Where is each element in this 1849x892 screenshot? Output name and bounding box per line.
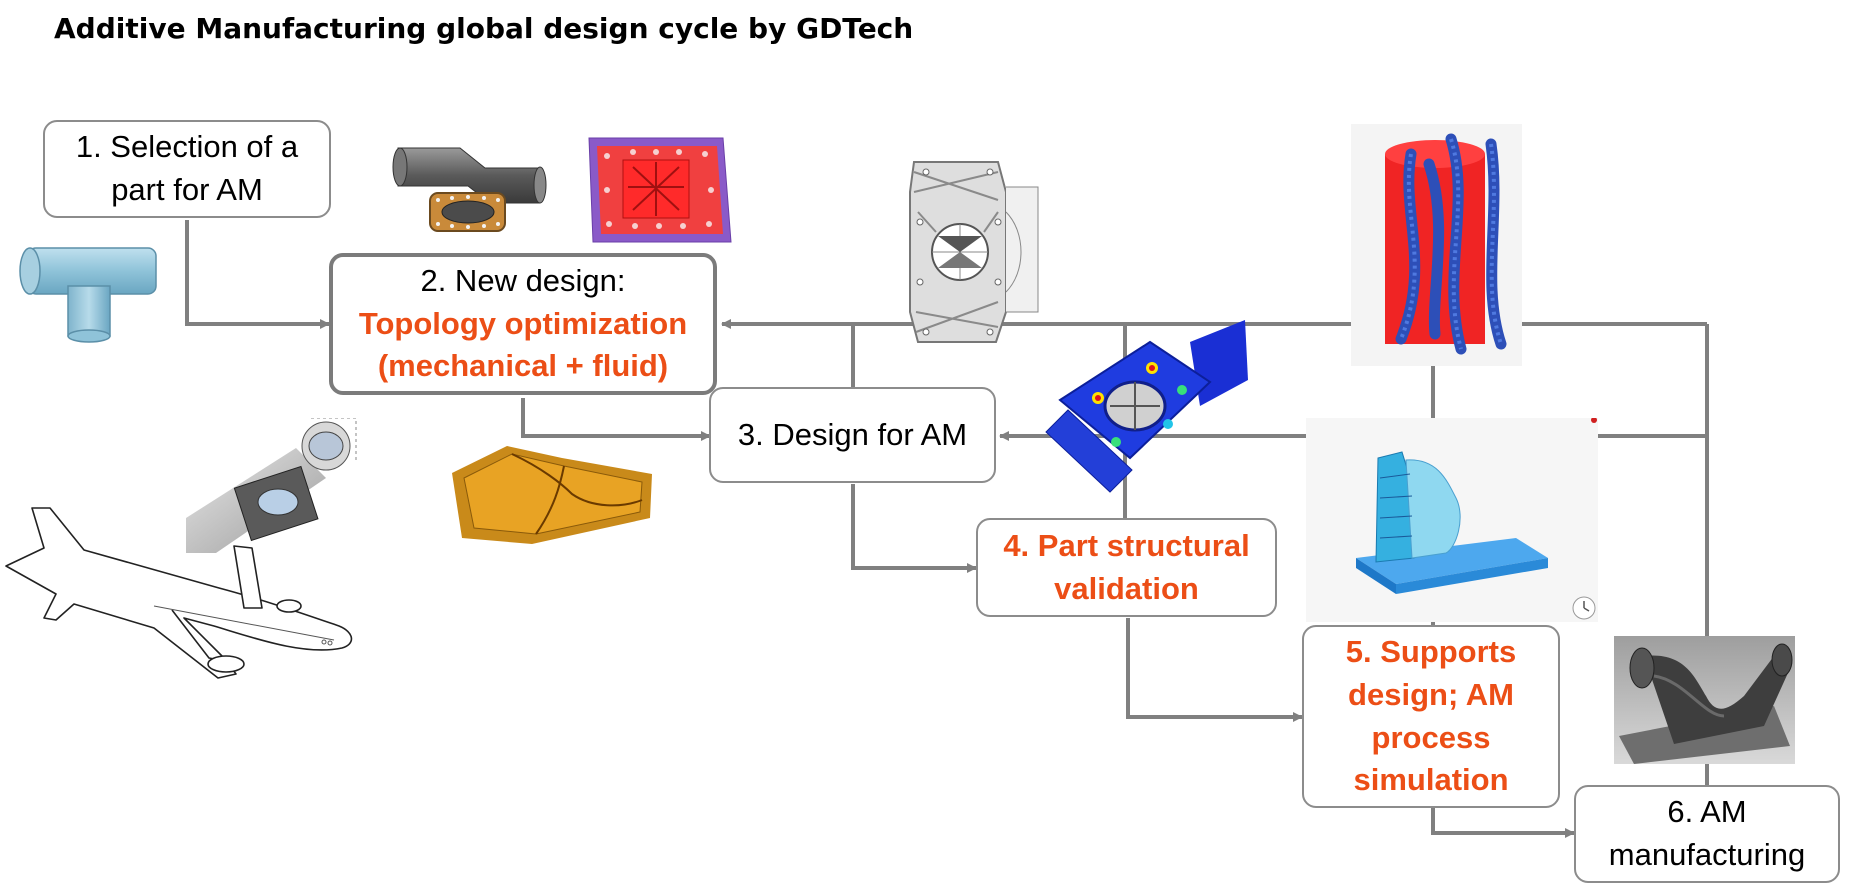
step-5-line-3: process [1371,719,1491,755]
step-6-line-1: 6. AM [1667,794,1747,830]
diagram-title: Additive Manufacturing global design cyc… [54,12,914,45]
step-2-highlight-1: Topology optimization [358,305,688,341]
connector-3-to-4 [851,484,977,573]
step-3-box: 3. Design for AM [709,387,996,483]
step-2-highlight-2: (mechanical + fluid) [377,348,669,384]
step-2-box: 2. New design: Topology optimization (me… [329,253,717,395]
installed-duct-icon [186,418,357,553]
step-5-line-2: design; AM [1348,676,1514,712]
step-4-line-1: 4. Part structural [1003,527,1250,563]
step-4-line-2: validation [1054,570,1199,606]
step-1-line-2: part for AM [111,172,263,207]
step-5-line-1: 5. Supports [1345,633,1517,669]
airplane-icon [5,507,353,679]
step-5-box: 5. Supports design; AM process simulatio… [1302,625,1560,808]
step-1-line-1: 1. Selection of a [75,129,299,165]
step-4-box: 4. Part structural validation [976,518,1277,617]
step-6-line-2: manufacturing [1608,837,1806,872]
optimized-support-icon [1351,124,1522,366]
step-5-line-4: simulation [1353,762,1509,798]
step-2-heading: 2. New design: [420,262,626,298]
step-1-box: 1. Selection of a part for AM [43,120,331,218]
fluid-channel-icon [452,446,652,544]
topology-result-icon [588,137,732,243]
step-6-box: 6. AM manufacturing [1574,785,1840,883]
lattice-bracket-icon [909,161,1039,343]
stress-map-icon [1045,320,1248,493]
t-pipe-icon [19,247,157,343]
step-3-line-1: 3. Design for AM [737,416,968,452]
connector-4-to-5 [1126,618,1303,722]
connector-2-to-3 [521,398,711,441]
connector-5-to-6 [1431,808,1575,838]
duct-part-icon [392,147,547,232]
printed-part-icon [1614,636,1795,764]
connector-1-to-2 [185,220,330,329]
process-simulation-icon [1306,418,1598,622]
